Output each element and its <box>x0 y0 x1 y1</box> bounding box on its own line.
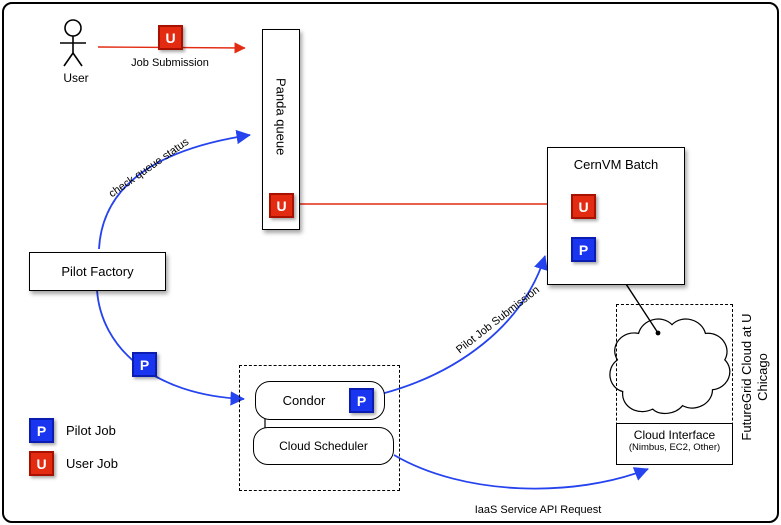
condor-group-container <box>239 365 400 491</box>
cloud-icon <box>609 318 731 415</box>
pilot-job-badge-transit: P <box>132 352 157 377</box>
iaas-request-label: IaaS Service API Request <box>474 504 602 516</box>
futuregrid-caption-line1: FutureGrid Cloud at U <box>739 313 754 441</box>
panda-queue-label: Panda queue <box>273 78 289 156</box>
check-queue-status-arrow <box>98 129 251 250</box>
pilot-job-submission-arrow <box>380 255 548 395</box>
futuregrid-caption: FutureGrid Cloud at U Chicago <box>739 287 773 467</box>
futuregrid-caption-line2: Chicago <box>755 353 770 401</box>
user-stick-figure-icon <box>60 19 86 67</box>
cloud-scheduler-node: Cloud Scheduler <box>253 427 394 465</box>
job-submission-label: Job Submission <box>131 57 209 69</box>
legend-user-label: User Job <box>66 456 119 471</box>
legend-pilot-label: Pilot Job <box>66 423 116 438</box>
factory-to-condor-arrow <box>96 289 245 406</box>
iaas-request-arrow <box>393 454 649 490</box>
legend-user-badge: U <box>29 451 54 476</box>
user-label: User <box>63 71 89 85</box>
pilot-job-badge-batch: P <box>571 237 596 262</box>
condor-node: Condor <box>255 381 385 420</box>
cernvm-batch-node: CernVM Batch <box>547 147 685 285</box>
pilot-factory-node: Pilot Factory <box>29 252 166 291</box>
user-job-badge-batch: U <box>571 194 596 219</box>
cloud-interface-detail: (Nimbus, EC2, Other) <box>628 442 721 453</box>
cernvm-batch-label: CernVM Batch <box>573 157 659 172</box>
user-job-badge-top: U <box>158 25 183 50</box>
cloud-interface-label: Cloud Interface <box>633 428 716 442</box>
cloud-interface-node: Cloud Interface (Nimbus, EC2, Other) <box>616 423 733 465</box>
pilot-job-badge-condor: P <box>349 388 374 413</box>
legend-pilot-badge: P <box>29 418 54 443</box>
user-job-badge-queue: U <box>269 193 294 218</box>
